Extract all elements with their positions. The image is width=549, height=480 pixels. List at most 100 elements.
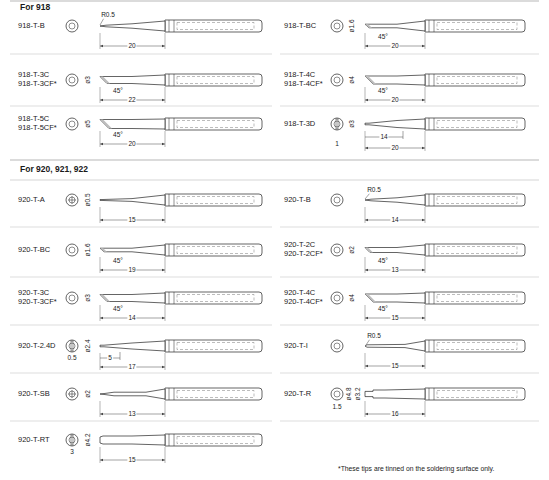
tip-drawing [66,74,262,103]
dimension-label: 5 [107,355,113,362]
dimension-label: 22 [127,97,136,104]
dimension-label: 1 [334,141,340,148]
tip-drawing [66,118,262,147]
part-number: 920-T-2C [284,241,315,249]
part-number: 920-T-I [284,342,308,350]
end-view [66,74,78,86]
dimension-label: 13 [127,411,136,418]
end-view [331,118,343,130]
dimension-line [365,353,425,369]
end-view [331,20,343,32]
dimension-label: 15 [127,217,136,224]
part-number: 920-T-3C [18,289,49,297]
part-number: 920-T-R [284,390,311,398]
dimension-label: 15 [390,363,399,370]
end-view [66,292,78,304]
footnote: *These tips are tinned on the soldering … [338,466,494,473]
tip-drawing [331,118,525,151]
part-number: 920-T-B [284,196,311,204]
dimension-label: ø4.2 [85,432,92,447]
dimension-label: 45° [377,34,389,41]
tip-drawing [66,388,262,417]
tip-drawing [331,74,525,103]
tip-drawing [66,194,262,223]
part-number: 920-T-4CF* [284,298,323,306]
dimension-label: ø3.2 [355,386,362,401]
part-number: 918-T-3D [284,120,315,128]
part-number: 920-T-2CF* [284,250,323,258]
soldering-tips [66,20,525,463]
dimension-line [365,131,425,151]
dimension-label: 13 [390,267,399,274]
dimension-label: ø5 [85,119,92,129]
end-view [331,74,343,86]
dimension-label: R0.5 [100,12,116,19]
dimension-label: ø2 [85,389,92,399]
end-view [66,20,78,32]
dimension-label: ø2 [349,245,356,255]
part-number: 918-T-3CF* [18,80,57,88]
dimension-label: 45° [377,88,389,95]
dimension-label: 45° [112,132,124,139]
part-number: 920-T-BC [18,246,50,254]
dimension-line [100,401,165,417]
end-view [331,388,343,400]
row-separators [10,1,539,421]
part-number: 918-T-5C [18,115,49,123]
part-number: 918-T-BC [284,22,316,30]
dimension-label: 3 [69,449,75,456]
end-view [331,244,343,256]
tip-drawing [66,244,262,273]
end-view [66,340,78,352]
part-number: 920-T-A [18,196,45,204]
dimension-label: 14 [127,315,136,322]
part-number: 918-T-B [18,22,45,30]
dimension-label: 19 [127,267,136,274]
dimension-line [365,257,425,273]
part-number: 920-T-4C [284,289,315,297]
dimension-label: R0.5 [366,333,382,340]
tip-drawing [331,340,525,369]
dimension-label: ø3 [85,293,92,303]
dimension-label: 45° [112,88,124,95]
dimension-label: 45° [112,258,124,265]
tip-drawing [331,292,525,321]
dimension-label: 1.5 [331,404,342,411]
end-view [331,340,343,352]
dimension-line [365,87,425,103]
tip-drawing [66,434,262,463]
dimension-label: 15 [127,457,136,464]
dimension-label: 20 [390,145,399,152]
end-view [331,292,343,304]
end-view [66,194,78,206]
dimension-label: 45° [112,306,124,313]
dimension-label: 0.5 [66,355,77,362]
dimension-label: ø3 [349,119,356,129]
part-number: 918-T-3C [18,71,49,79]
dimension-label: 15 [390,315,399,322]
dimension-line [100,257,165,273]
section-heading: For 920, 921, 922 [20,165,88,174]
dimension-label: ø4.8 [346,386,353,401]
end-view [66,388,78,400]
dimension-label: 20 [390,97,399,104]
dimension-line [365,401,425,417]
part-number: 920-T-SB [18,390,50,398]
part-number: 918-T-4CF* [284,80,323,88]
part-number: 920-T-RT [18,436,50,444]
dimension-line [365,207,425,223]
end-view [66,434,78,446]
dimension-label: 14 [379,134,388,141]
dimension-label: 14 [390,217,399,224]
tip-drawing [331,244,525,273]
dimension-line [100,131,165,147]
part-number: 918-T-5CF* [18,124,57,132]
end-view [66,244,78,256]
dimension-label: ø1.6 [85,242,92,257]
dimension-label: 16 [390,411,399,418]
dimension-label: ø4 [349,293,356,303]
dimension-line [100,33,165,49]
